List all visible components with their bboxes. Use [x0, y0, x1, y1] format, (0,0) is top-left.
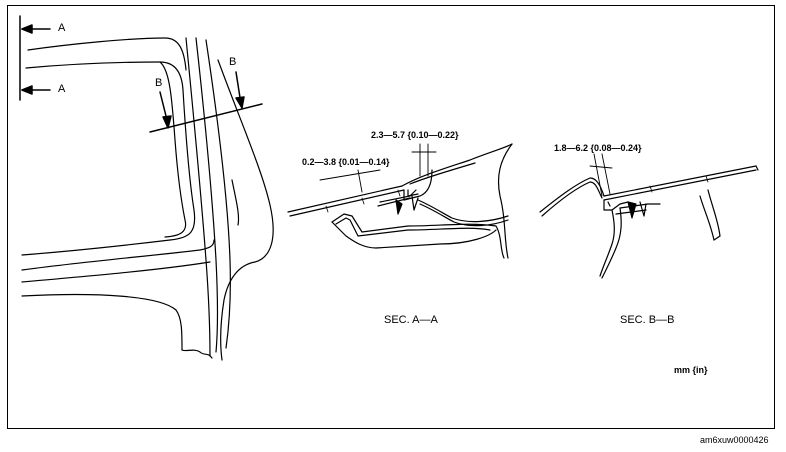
section-a-label-bottom: A: [58, 83, 66, 95]
figure-frame: [7, 5, 775, 429]
vehicle-front-view: [21, 37, 274, 361]
section-a-marker: [19, 15, 51, 101]
section-a-label-top: A: [58, 22, 66, 34]
section-b-dimensions: [589, 153, 613, 197]
section-a-dimensions: [319, 143, 437, 193]
section-b-label-right: B: [229, 56, 237, 68]
section-a-detail: [287, 143, 513, 259]
dimension-a-lower: 0.2—3.8 {0.01—0.14}: [302, 157, 390, 167]
section-b-detail: [539, 165, 759, 279]
dimension-b: 1.8—6.2 {0.08—0.24}: [554, 143, 642, 153]
dimension-a-upper: 2.3—5.7 {0.10—0.22}: [371, 130, 459, 140]
section-b-label-left: B: [155, 77, 163, 89]
figure-id: am6xuw0000426: [700, 435, 769, 445]
units-label: mm {in}: [674, 365, 708, 375]
section-a-caption: SEC. A—A: [384, 314, 438, 326]
section-b-caption: SEC. B—B: [620, 314, 675, 326]
section-b-marker: [149, 71, 263, 133]
